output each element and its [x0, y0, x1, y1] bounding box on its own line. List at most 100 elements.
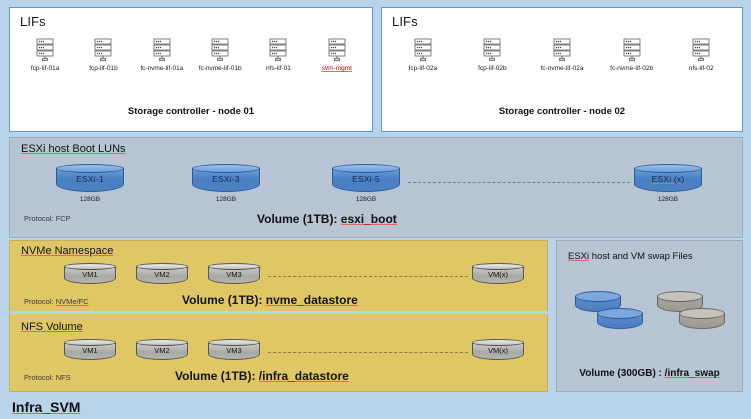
vm-label: VM1 — [82, 346, 98, 355]
volume-prefix: Volume (1TB): — [175, 369, 259, 383]
vm-label: VM2 — [154, 346, 170, 355]
lun-label: ESXi (x) — [651, 174, 685, 184]
lif-item-fc-nvme-lif-01b[interactable]: fc-nvme-lif-01b — [191, 38, 249, 72]
vm-label: VM(x) — [488, 270, 508, 279]
lif-item-fc-nvme-lif-02a[interactable]: fc-nvme-lif-02a — [533, 38, 591, 72]
nvme-vm-vm1[interactable]: VM1 — [64, 263, 116, 285]
storage-controller-node01-panel: LIFs fcp-lif-01a — [9, 7, 373, 132]
server-rack-icon — [481, 38, 503, 62]
lif-item-fcp-lif-01b[interactable]: fcp-lif-01b — [74, 38, 132, 72]
volume-name: /infra_datastore — [258, 369, 349, 383]
storage-controller-caption-node01: Storage controller - node 01 — [127, 106, 255, 117]
lif-item-fc-nvme-lif-01a[interactable]: fc-nvme-lif-01a — [133, 38, 191, 72]
nvme-volume-caption: Volume (1TB): nvme_datastore — [182, 293, 358, 307]
lun-size: 128GB — [215, 196, 237, 203]
boot-luns-title: ESXi host Boot LUNs — [21, 143, 126, 155]
volume-name: nvme_datastore — [265, 293, 358, 307]
datastore-panel: NVMe Namespace VM1 VM2 VM3 VM(x) — [9, 240, 549, 393]
volume-prefix: Volume (300GB) : — [579, 368, 665, 379]
nfs-protocol: Protocol: NFS — [24, 373, 71, 382]
nvme-vm-ellipsis-connector — [268, 276, 468, 277]
nvme-vm-vm3[interactable]: VM3 — [208, 263, 260, 285]
lif-list-node02: fcp-lif-02a fcp-lif-02b — [382, 38, 742, 72]
vm-label: VM3 — [226, 346, 242, 355]
protocol-value: NFS — [55, 373, 71, 382]
lun-size: 128GB — [657, 196, 679, 203]
nfs-volume-title: NFS Volume — [21, 321, 83, 333]
boot-lun-list: ESXi-1 128GB ESXi-3 128GB ESXi-5 128GB — [10, 164, 742, 208]
protocol-prefix: Protocol: — [24, 373, 56, 382]
server-rack-icon — [267, 38, 289, 62]
lun-cylinder-icon: ESXi-3 — [192, 164, 260, 194]
nfs-volume-caption: Volume (1TB): /infra_datastore — [175, 369, 349, 383]
storage-controller-caption-node02: Storage controller - node 02 — [498, 106, 626, 117]
lun-label: ESXi-3 — [212, 174, 240, 184]
nfs-vm-list: VM1 VM2 VM3 VM(x) — [10, 339, 549, 365]
lif-label: fc-nvme-lif-01a — [140, 65, 184, 72]
volume-name: /infra_swap — [664, 368, 720, 379]
server-rack-icon — [551, 38, 573, 62]
volume-prefix: Volume (1TB): — [182, 293, 266, 307]
protocol-prefix: Protocol: — [24, 214, 56, 223]
swap-volume-caption: Volume (300GB) : /infra_swap — [557, 368, 742, 379]
nfs-vm-vmx[interactable]: VM(x) — [472, 339, 524, 361]
lif-item-nfs-lif-01[interactable]: nfs-lif-01 — [249, 38, 307, 72]
nvme-namespace-section: NVMe Namespace VM1 VM2 VM3 VM(x) — [10, 241, 549, 314]
nvme-protocol: Protocol: NVMe/FC — [24, 297, 89, 306]
server-rack-icon — [412, 38, 434, 62]
swap-files-title: ESXi host and VM swap Files — [568, 251, 693, 262]
svm-label: Infra_SVM — [12, 399, 81, 415]
protocol-prefix: Protocol: — [24, 297, 56, 306]
nfs-vm-vm3[interactable]: VM3 — [208, 339, 260, 361]
nvme-vm-vmx[interactable]: VM(x) — [472, 263, 524, 285]
esxi-boot-luns-panel: ESXi host Boot LUNs ESXi-1 128GB ESXi-3 … — [9, 137, 743, 238]
lif-label: fcp-lif-01a — [30, 65, 60, 72]
swap-title-prefix: ESXi — [568, 251, 590, 262]
lif-label: nfs-lif-02 — [688, 65, 714, 72]
volume-name: esxi_boot — [340, 212, 397, 226]
nfs-vm-ellipsis-connector — [268, 352, 468, 353]
boot-lun-esxi-3[interactable]: ESXi-3 128GB — [190, 164, 262, 203]
lif-item-fcp-lif-02b[interactable]: fcp-lif-02b — [463, 38, 521, 72]
vm-label: VM2 — [154, 270, 170, 279]
nfs-vm-vm1[interactable]: VM1 — [64, 339, 116, 361]
vm-label: VM3 — [226, 270, 242, 279]
swap-title-rest: host and VM swap Files — [589, 251, 693, 262]
boot-lun-esxi-1[interactable]: ESXi-1 128GB — [54, 164, 126, 203]
lif-item-nfs-lif-02[interactable]: nfs-lif-02 — [672, 38, 730, 72]
lif-label: fc-nvme-lif-01b — [198, 65, 242, 72]
server-rack-icon — [621, 38, 643, 62]
lif-panel-title-node01: LIFs — [20, 14, 46, 29]
nfs-volume-section: NFS Volume VM1 VM2 VM3 VM(x) — [10, 317, 549, 393]
server-rack-icon — [326, 38, 348, 62]
vm-label: VM1 — [82, 270, 98, 279]
lif-item-fc-nvme-lif-02b[interactable]: fc-nvme-lif-02b — [603, 38, 661, 72]
lif-label: fcp-lif-02b — [478, 65, 507, 72]
server-rack-icon — [34, 38, 56, 62]
lif-label: nfs-lif-01 — [266, 65, 291, 72]
lif-item-fcp-lif-01a[interactable]: fcp-lif-01a — [16, 38, 74, 72]
boot-lun-ellipsis-connector — [408, 182, 630, 183]
protocol-value: NVMe/FC — [55, 297, 89, 306]
lif-label: fc-nvme-lif-02a — [540, 65, 584, 72]
lif-label: fcp-lif-01b — [89, 65, 118, 72]
lif-list-node01: fcp-lif-01a fcp-lif-01b — [10, 38, 372, 72]
lif-item-svm-mgmt[interactable]: svm-mgmt — [308, 38, 366, 72]
gray-disk-stack-icon — [657, 291, 729, 337]
server-rack-icon — [92, 38, 114, 62]
nvme-vm-vm2[interactable]: VM2 — [136, 263, 188, 285]
lun-size: 128GB — [355, 196, 377, 203]
lun-label: ESXi-5 — [352, 174, 380, 184]
boot-lun-esxi-x[interactable]: ESXi (x) 128GB — [632, 164, 704, 203]
blue-disk-stack-icon — [575, 291, 647, 337]
lif-item-fcp-lif-02a[interactable]: fcp-lif-02a — [394, 38, 452, 72]
server-rack-icon — [209, 38, 231, 62]
lun-cylinder-icon: ESXi (x) — [634, 164, 702, 194]
lif-panel-title-node02: LIFs — [392, 14, 418, 29]
boot-lun-protocol: Protocol: FCP — [24, 214, 71, 223]
server-rack-icon — [151, 38, 173, 62]
boot-lun-esxi-5[interactable]: ESXi-5 128GB — [330, 164, 402, 203]
lif-label: svm-mgmt — [321, 65, 352, 72]
nfs-vm-vm2[interactable]: VM2 — [136, 339, 188, 361]
